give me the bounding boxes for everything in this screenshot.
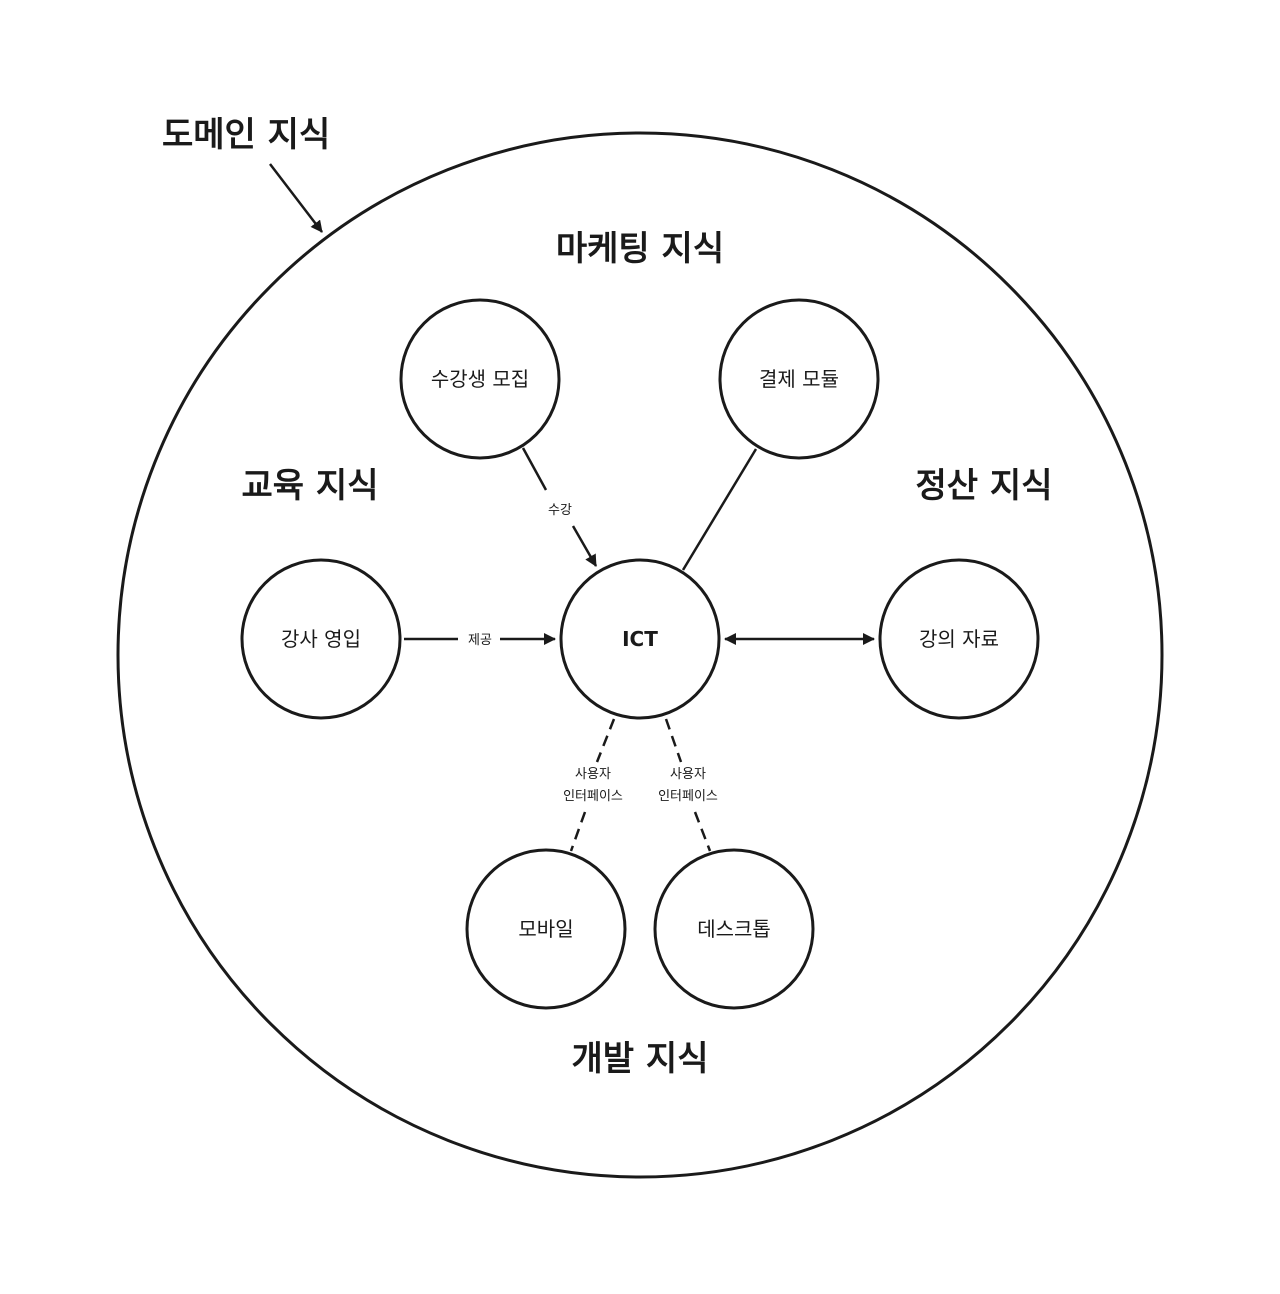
node-recruit-circle [399,298,561,460]
edge-payment-ict [681,448,758,571]
node-instructor-label: 강사 영입 [281,627,361,651]
node-material: 강의 자료 [878,558,1040,720]
node-recruit-label: 수강생 모집 [431,367,529,391]
area-label-settlement: 정산 지식 [916,466,1053,506]
node-mobile: 모바일 [465,848,627,1010]
area-label-education: 교육 지식 [242,466,379,506]
node-mobile-circle [465,848,627,1010]
edge-ict-mobile-segment-1 [595,718,616,763]
node-material-label: 강의 자료 [919,627,999,651]
node-instructor-circle [240,558,402,720]
domain-pointer-arrow [269,163,323,233]
node-ict: ICT [559,558,721,720]
node-instructor: 강사 영입 [240,558,402,720]
node-payment: 결제 모듈 [718,298,880,460]
node-desktop-circle [653,848,815,1010]
edge-label-instructor-ict: 제공 [468,633,492,648]
domain-boundary-circle [116,131,1164,1179]
node-ict-label: ICT [622,627,658,651]
edge-label-ict-mobile-line2: 인터페이스 [563,789,623,804]
node-mobile-label: 모바일 [518,917,573,941]
edge-label-ict-desktop-line1: 사용자 [670,767,706,782]
edge-ict-desktop-segment-2 [693,811,712,852]
node-payment-circle [718,298,880,460]
node-ict-circle [559,558,721,720]
edge-ict-desktop-segment-1 [664,718,683,763]
node-desktop: 데스크톱 [653,848,815,1010]
area-label-development: 개발 지식 [572,1039,709,1079]
domain-title: 도메인 지식 [162,115,330,155]
edge-recruit-ict-segment-2 [571,525,598,567]
node-payment-label: 결제 모듈 [759,367,839,391]
edge-ict-mobile-segment-2 [569,811,587,852]
edge-recruit-ict-segment-1 [521,447,548,491]
node-material-circle [878,558,1040,720]
edge-label-ict-desktop-line2: 인터페이스 [658,789,718,804]
node-recruit: 수강생 모집 [399,298,561,460]
edge-label-recruit-ict: 수강 [548,503,572,518]
node-desktop-label: 데스크톱 [697,917,771,941]
area-label-marketing: 마케팅 지식 [556,229,724,269]
edge-label-ict-mobile-line1: 사용자 [575,767,611,782]
